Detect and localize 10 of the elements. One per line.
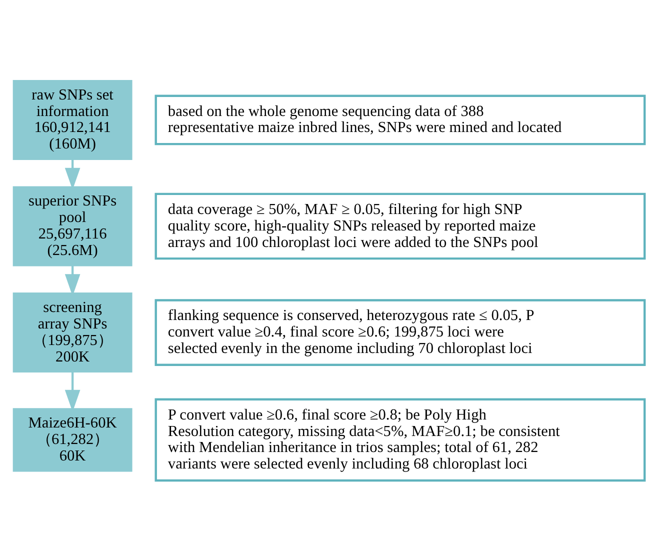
node-box: flanking sequence is conserved, heterozygous rate ≤ 0.05, P convert value ≥0.4, final score ≥0.6; 199,875 loci were selected evenly in the genome including 70 chloroplast loci (154, 298, 646, 366)
node-box: raw SNPs set information 160,912,141 (160M) (12, 79, 132, 160)
arrow (64, 159, 80, 190)
node-box: based on the whole genome sequencing data of 388 representative maize inbred lines, SNPs were mined and located (154, 94, 646, 145)
node-box: P convert value ≥0.6, final score ≥0.8; be Poly High Resolution category, missing data<5%, MAF≥0.1; be consistent with Mendelian inheritance in trios samples; total of 61, 282 variants were selected evenly including 68 chloroplast loci (154, 398, 646, 482)
node-box: superior SNPs pool 25,697,116 (25.6M) (12, 186, 132, 266)
node-box: screening array SNPs （199,875） 200K (12, 292, 132, 372)
node-box: data coverage ≥ 50%, MAF ≥ 0.05, filtering for high SNP quality score, high-quality SNPs released by reported maize arrays and 100 chloroplast loci were added to the SNPs pool (154, 192, 646, 260)
node-box: Maize6H-60K （61,282） 60K (12, 408, 132, 472)
arrow (64, 372, 80, 412)
